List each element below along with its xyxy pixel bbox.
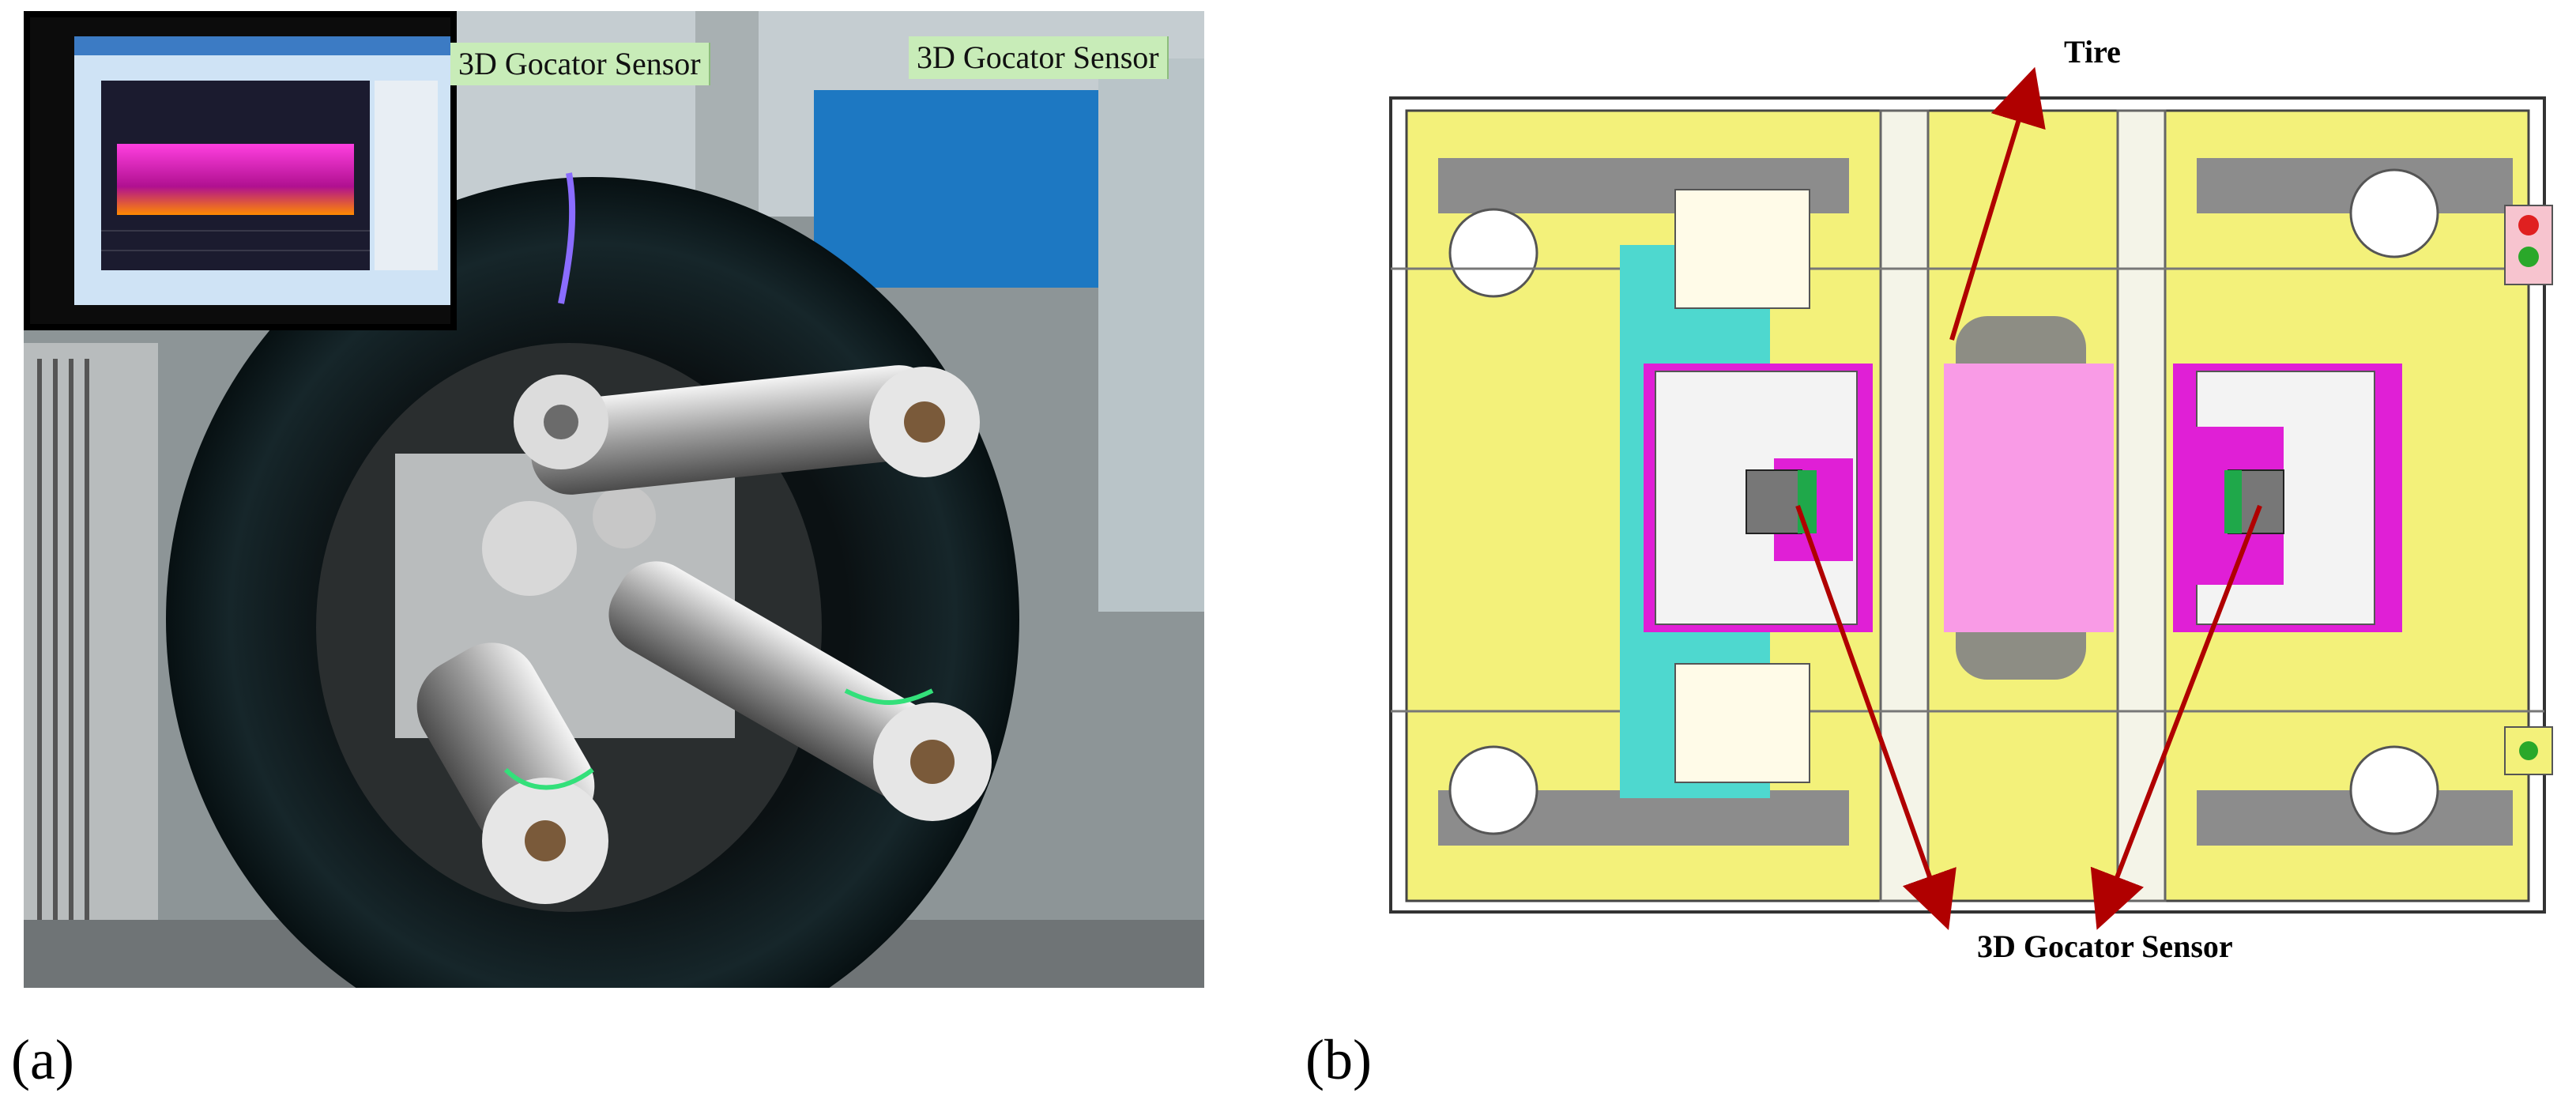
- sensor-label-right: 3D Gocator Sensor: [909, 36, 1169, 79]
- track-top: [1438, 158, 2513, 213]
- caption-b: (b): [1305, 1028, 1372, 1091]
- photo-panel: 3D Gocator Sensor 3D Gocator Sensor: [24, 11, 1204, 988]
- monitor-inset: [24, 11, 457, 330]
- sensor-label-left: 3D Gocator Sensor: [450, 43, 710, 85]
- tire-region: [1944, 364, 2114, 632]
- caption-a: (a): [11, 1028, 74, 1091]
- sensor-label: 3D Gocator Sensor: [1977, 929, 2233, 964]
- tire-label: Tire: [2064, 34, 2121, 70]
- sensor-arrow-right: [2090, 504, 2262, 930]
- sensor-arrow-left: [1795, 504, 1956, 930]
- cad-top-view: [1389, 66, 2553, 930]
- cad-drawing-panel: Tire 3D Gocator Sensor: [1343, 16, 2560, 996]
- monitor-screen: [74, 36, 450, 305]
- tire-arrow: [1949, 66, 2046, 341]
- gocator-sensor-left: [1746, 469, 1802, 534]
